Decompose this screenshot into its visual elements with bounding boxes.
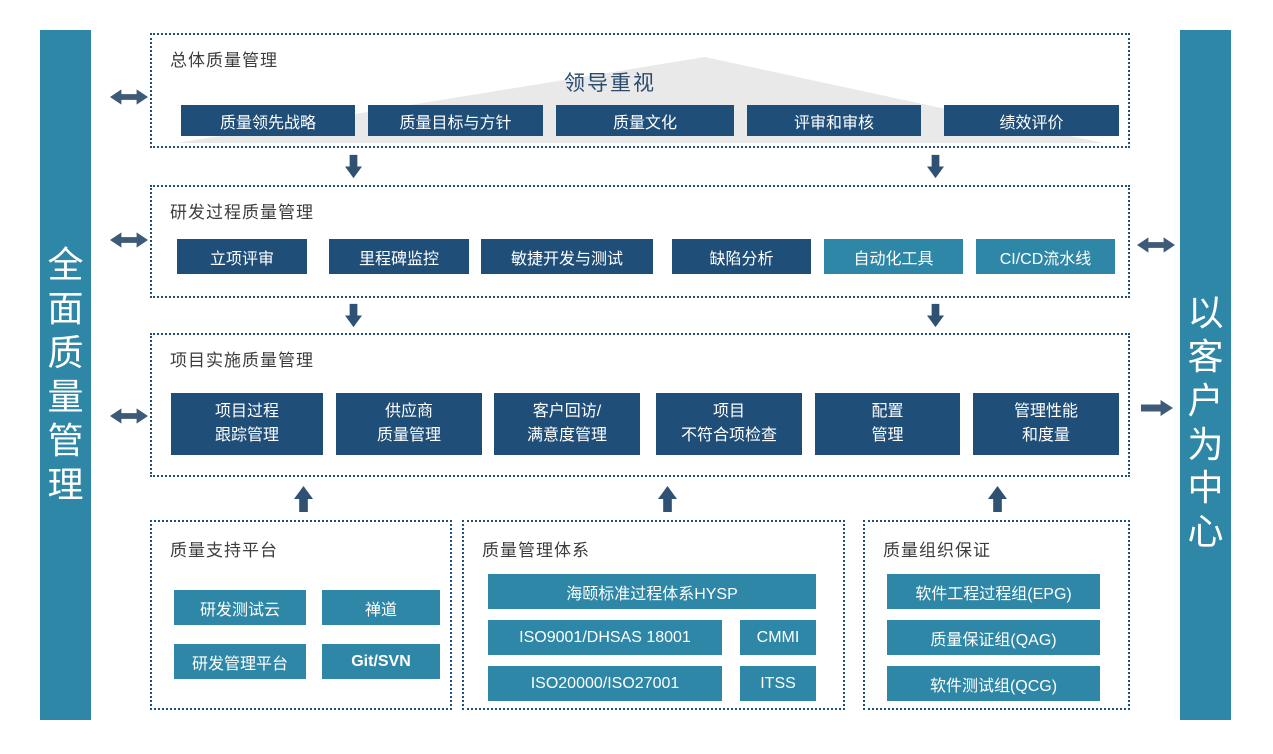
quality-org-box: 质量组织保证 软件工程过程组(EPG) 质量保证组(QAG) 软件测试组(QCG… [863, 520, 1130, 710]
project-impl-box: 项目实施质量管理 项目过程 跟踪管理 供应商 质量管理 客户回访/ 满意度管理 … [150, 333, 1130, 477]
node-line: 不符合项检查 [680, 427, 777, 444]
node-project-tracking: 项目过程 跟踪管理 [171, 393, 323, 455]
h-double-arrow-icon [110, 408, 148, 424]
node-defect-analysis: 缺陷分析 [672, 239, 811, 274]
node-iso20000: ISO20000/ISO27001 [488, 666, 722, 701]
down-arrow-icon [345, 154, 362, 179]
node-config-management: 配置 管理 [815, 393, 960, 455]
down-arrow-icon [927, 154, 944, 179]
overall-quality-box: 总体质量管理 领导重视 质量领先战略 质量目标与方针 质量文化 评审和审核 绩效… [150, 33, 1130, 148]
left-banner: 全面质量管理 [40, 30, 91, 720]
node-line: 和度量 [1021, 427, 1070, 444]
up-arrow-icon [658, 486, 677, 512]
node-rd-mgmt-platform: 研发管理平台 [174, 644, 306, 679]
node-rd-test-cloud: 研发测试云 [174, 590, 306, 625]
down-arrow-icon [345, 303, 362, 328]
node-zentao: 禅道 [322, 590, 440, 625]
node-hysp: 海颐标准过程体系HYSP [488, 574, 816, 609]
node-line: 客户回访/ [532, 403, 602, 420]
quality-system-box: 质量管理体系 海颐标准过程体系HYSP ISO9001/DHSAS 18001 … [462, 520, 845, 710]
node-line: 项目过程 [214, 403, 279, 420]
right-arrow-icon [1141, 400, 1173, 416]
node-line: 管理性能 [1013, 403, 1078, 420]
node-quality-goals: 质量目标与方针 [368, 105, 543, 136]
node-iso9001: ISO9001/DHSAS 18001 [488, 620, 722, 655]
node-cicd-pipeline: CI/CD流水线 [976, 239, 1115, 274]
node-line: 配置 [871, 403, 904, 420]
leadership-banner: 领导重视 [564, 72, 656, 95]
node-line: 跟踪管理 [214, 427, 279, 444]
node-line: 供应商 [384, 403, 433, 420]
quality-org-title: 质量组织保证 [883, 541, 991, 560]
node-supplier-quality: 供应商 质量管理 [336, 393, 482, 455]
node-performance-measure: 管理性能 和度量 [973, 393, 1119, 455]
node-milestone-monitor: 里程碑监控 [329, 239, 469, 274]
support-platform-title: 质量支持平台 [170, 541, 278, 560]
node-quality-culture: 质量文化 [556, 105, 734, 136]
node-itss: ITSS [740, 666, 816, 701]
node-line: 满意度管理 [526, 427, 607, 444]
left-banner-text: 全面质量管理 [47, 244, 84, 505]
node-customer-satisfaction: 客户回访/ 满意度管理 [494, 393, 640, 455]
node-line: 项目 [712, 403, 745, 420]
support-platform-box: 质量支持平台 研发测试云 禅道 研发管理平台 Git/SVN [150, 520, 452, 710]
node-line: 管理 [871, 427, 904, 444]
node-nonconformity-check: 项目 不符合项检查 [656, 393, 802, 455]
node-cmmi: CMMI [740, 620, 816, 655]
down-arrow-icon [927, 303, 944, 328]
node-automation-tools: 自动化工具 [824, 239, 963, 274]
rd-process-box: 研发过程质量管理 立项评审 里程碑监控 敏捷开发与测试 缺陷分析 自动化工具 C… [150, 185, 1130, 298]
up-arrow-icon [294, 486, 313, 512]
node-epg: 软件工程过程组(EPG) [887, 574, 1100, 609]
node-git-svn: Git/SVN [322, 644, 440, 679]
node-qcg: 软件测试组(QCG) [887, 666, 1100, 701]
node-agile-dev-test: 敏捷开发与测试 [481, 239, 653, 274]
node-performance-eval: 绩效评价 [944, 105, 1119, 136]
quality-system-title: 质量管理体系 [482, 541, 590, 560]
node-qag: 质量保证组(QAG) [887, 620, 1100, 655]
node-quality-strategy: 质量领先战略 [181, 105, 355, 136]
up-arrow-icon [988, 486, 1007, 512]
h-double-arrow-icon [110, 89, 148, 105]
project-impl-title: 项目实施质量管理 [170, 351, 314, 370]
h-double-arrow-icon [110, 232, 148, 248]
node-line: 质量管理 [376, 427, 441, 444]
right-banner: 以客户为中心 [1180, 30, 1231, 720]
node-review-audit: 评审和审核 [747, 105, 921, 136]
h-double-arrow-icon [1137, 237, 1175, 253]
rd-process-title: 研发过程质量管理 [170, 203, 314, 222]
right-banner-text: 以客户为中心 [1187, 291, 1224, 553]
overall-quality-title: 总体质量管理 [170, 51, 278, 70]
node-project-approval: 立项评审 [177, 239, 307, 274]
